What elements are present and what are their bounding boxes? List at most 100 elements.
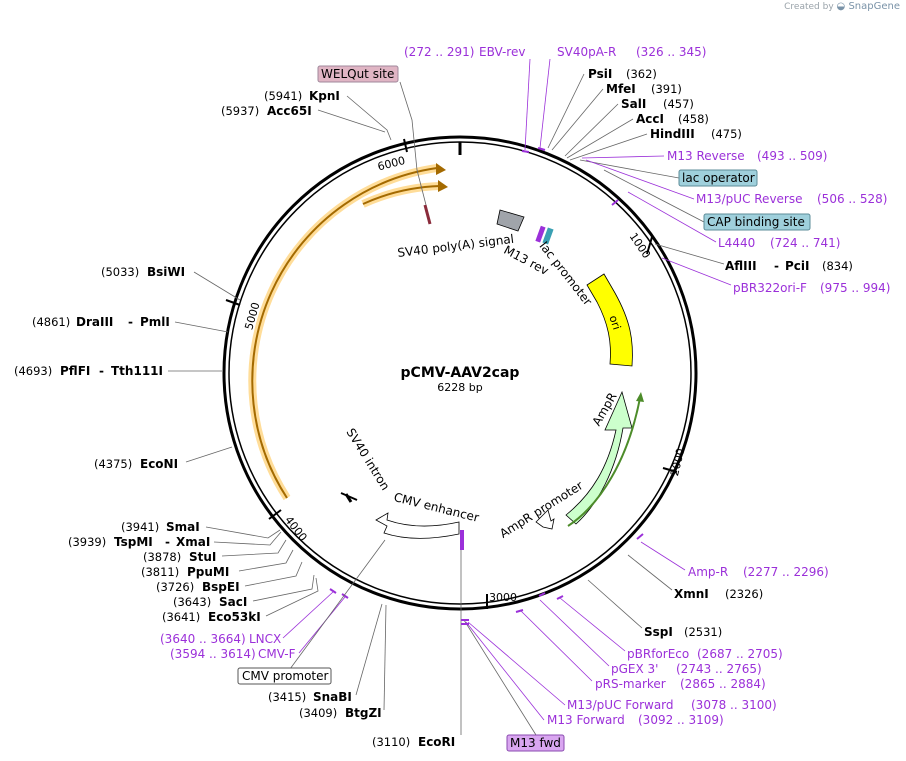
afliii-sep: - — [774, 259, 779, 273]
smai-name: SmaI — [166, 520, 200, 534]
acc65i-pos: (5937) — [221, 104, 259, 118]
tspmi-pos: (3939) — [68, 535, 106, 549]
lncx-range: (3640 .. 3664) — [160, 632, 246, 646]
m13-forward-name: M13 Forward — [547, 713, 625, 727]
tick-6000 — [403, 138, 408, 153]
ampr-orf-line — [567, 397, 641, 527]
m13-fwd-leader — [463, 619, 537, 736]
l4440-mark — [611, 199, 619, 206]
psii-leader — [547, 73, 585, 149]
m13-reverse-name: M13 Reverse — [667, 149, 745, 163]
draiii-sep: - — [128, 315, 133, 329]
lac-operator-label: lac operator — [682, 171, 755, 185]
cap-orf-outer-halo — [248, 164, 438, 501]
m13-forward-leader — [465, 621, 545, 721]
cmv-f-range: (3594 .. 3614) — [170, 647, 256, 661]
cmv-promoter-label: CMV promoter — [242, 669, 329, 683]
brand-name: SnapGene — [848, 1, 900, 12]
ecori-name: EcoRI — [418, 735, 455, 749]
pcii-name: PciI — [785, 259, 810, 273]
tick-label-3000: 3000 — [489, 591, 517, 604]
pgex3-mark — [538, 592, 546, 597]
econi-leader — [185, 446, 233, 463]
tick-label-2000: 2000 — [668, 447, 687, 477]
sv40pa-r-name: SV40pA-R — [557, 45, 616, 59]
sali-pos: (457) — [663, 97, 694, 111]
m13-puc-reverse-range: (506 .. 528) — [817, 192, 887, 206]
smai-leader — [205, 526, 281, 539]
draiii-name: DraIII — [76, 315, 113, 329]
pflfi-sep: - — [99, 364, 104, 378]
l4440-range: (724 .. 741) — [770, 236, 840, 250]
m13-puc-reverse-name: M13/pUC Reverse — [696, 192, 803, 206]
acci-pos: (458) — [678, 112, 709, 126]
snabi-leader — [355, 603, 383, 696]
sali-leader — [564, 103, 619, 157]
draiii-leader — [174, 321, 229, 333]
econi-name: EcoNI — [140, 457, 178, 471]
pbr322ori-f-leader — [661, 257, 732, 286]
afliii-leader — [654, 243, 725, 265]
pgex3-name: pGEX 3' — [611, 662, 658, 676]
eco53ki-name: Eco53kI — [208, 610, 261, 624]
acc65i-leader — [317, 109, 386, 133]
pbrforeco-range: (2687 .. 2705) — [697, 647, 783, 661]
m13-forward-range: (3092 .. 3109) — [638, 713, 724, 727]
amp-r-range: (2277 .. 2296) — [743, 565, 829, 579]
acci-name: AccI — [636, 112, 664, 126]
ebv-rev-leader — [524, 58, 531, 151]
plasmid-size: 6228 bp — [437, 381, 482, 394]
acc65i-name: Acc65I — [267, 104, 312, 118]
ppumi-pos: (3811) — [141, 565, 179, 579]
lncx-name: LNCX — [249, 632, 281, 646]
sv40-intron-label: SV40 intron — [343, 426, 392, 493]
ori-label: ori — [606, 314, 623, 332]
sv40-polya-arrow — [496, 209, 525, 232]
ori-arrow — [586, 273, 633, 367]
sv40-polya-label: SV40 poly(A) signal — [397, 232, 515, 260]
pmli-name: PmlI — [140, 315, 170, 329]
eco53ki-pos: (3641) — [162, 610, 200, 624]
acci-leader — [566, 118, 634, 159]
tth111i-name: Tth111I — [111, 364, 163, 378]
cap-binding-label: CAP binding site — [707, 215, 805, 229]
tick-label-4000: 4000 — [282, 514, 309, 544]
sspi-leader — [587, 579, 643, 629]
mfei-leader — [551, 88, 604, 151]
amp-r-name: Amp-R — [688, 565, 728, 579]
ppumi-name: PpuMI — [187, 565, 229, 579]
m13-fwd-box — [506, 734, 565, 752]
cap-orf-inner — [362, 185, 441, 205]
prs-marker-leader — [519, 609, 593, 682]
welqut-label: WELQut site — [321, 67, 394, 81]
snabi-name: SnaBI — [313, 690, 352, 704]
ampr-feature: AmpR — [565, 390, 644, 527]
sv40-intron: SV40 intron — [340, 426, 393, 503]
prs-marker-range: (2865 .. 2884) — [680, 677, 766, 691]
m13-rev-marker — [535, 225, 546, 243]
cmv-f-mark — [341, 593, 349, 599]
bspei-name: BspEI — [202, 580, 240, 594]
ori-feature: ori — [586, 273, 633, 367]
cap-orf-inner-arrow — [438, 180, 448, 192]
m13-fwd-label: M13 fwd — [510, 736, 561, 750]
sspi-name: SspI — [644, 625, 673, 639]
cmv-f-name: CMV-F — [258, 647, 296, 661]
pbrforeco-leader — [559, 597, 626, 652]
stui-pos: (3878) — [143, 550, 181, 564]
sv40pa-r-range: (326 .. 345) — [636, 45, 706, 59]
xmni-name: XmnI — [674, 587, 709, 601]
btgzi-pos: (3409) — [299, 706, 337, 720]
plasmid-name: pCMV-AAV2cap — [401, 365, 520, 381]
bsiwi-leader — [193, 271, 241, 301]
amp-r-mark — [636, 533, 644, 540]
cap-binding-leader — [603, 169, 705, 223]
amp-r-leader — [640, 541, 686, 571]
backbone — [222, 135, 698, 611]
xmni-pos: (2326) — [725, 587, 763, 601]
afliii-pos: (834) — [822, 259, 853, 273]
psii-pos: (362) — [626, 67, 657, 81]
m13-reverse-range: (493 .. 509) — [757, 149, 827, 163]
snapgene-logo: ◒ SnapGene — [836, 1, 900, 12]
afliii-name: AflIII — [725, 259, 757, 273]
